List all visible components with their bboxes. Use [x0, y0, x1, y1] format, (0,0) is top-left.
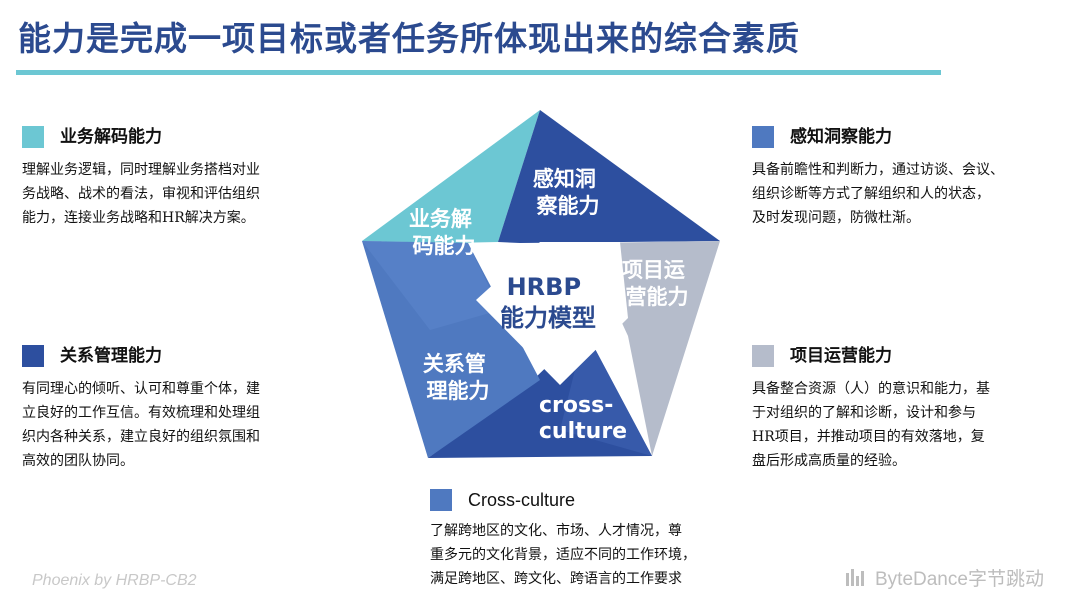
label-insight: 感知洞 察能力	[533, 167, 603, 218]
section-business: 业务解码能力 理解业务逻辑，同时理解业务搭档对业 务战略、战术的看法，审视和评估…	[22, 124, 352, 230]
footer-brand: ByteDance字节跳动	[875, 568, 1044, 590]
text-line: 立良好的工作互信。有效梳理和处理组	[22, 405, 260, 421]
text-line: 于对组织的了解和诊断，设计和参与	[752, 405, 976, 421]
swatch-operation	[752, 345, 774, 367]
page-title: 能力是完成一项目标或者任务所体现出来的综合素质	[18, 19, 800, 58]
sector-relationship-sheen	[362, 241, 500, 330]
text-line: 务战略、战术的看法，审视和评估组织	[22, 186, 260, 202]
section-relationship: 关系管理能力 有同理心的倾听、认可和尊重个体，建 立良好的工作互信。有效梳理和处…	[22, 343, 352, 473]
swatch-insight	[752, 126, 774, 148]
text-line: 重多元的文化背景，适应不同的工作环境，	[430, 547, 696, 563]
swatch-relationship	[22, 345, 44, 367]
text-line: 高效的团队协同。	[22, 453, 134, 469]
section-insight: 感知洞察能力 具备前瞻性和判断力，通过访谈、会议、 组织诊断等方式了解组织和人的…	[752, 124, 1078, 230]
text-line: 具备前瞻性和判断力，通过访谈、会议、	[752, 162, 1004, 178]
label-business: 业务解 码能力	[409, 207, 479, 258]
section-title: 关系管理能力	[60, 346, 162, 366]
footer-logo: ByteDance字节跳动	[845, 564, 1044, 590]
section-title: 感知洞察能力	[790, 127, 892, 147]
text-line: 理解业务逻辑，同时理解业务搭档对业	[22, 162, 260, 178]
label-operation: 项目运 营能力	[622, 258, 692, 309]
section-title: 项目运营能力	[790, 346, 892, 366]
sector-insight	[498, 110, 720, 243]
text-line: 具备整合资源（人）的意识和能力，基	[752, 381, 990, 397]
text-line: HR项目，并推动项目的有效落地，复	[752, 429, 985, 445]
center-pentagon	[476, 242, 628, 385]
swatch-business	[22, 126, 44, 148]
sector-business	[362, 110, 540, 243]
footer-credit: Phoenix by HRBP-CB2	[32, 572, 197, 589]
center-label: HRBP 能力模型	[500, 273, 596, 332]
section-cross: Cross-culture 了解跨地区的文化、市场、人才情况，尊 重多元的文化背…	[430, 487, 790, 591]
text-line: 组织诊断等方式了解组织和人的状态，	[752, 186, 990, 202]
section-operation: 项目运营能力 具备整合资源（人）的意识和能力，基 于对组织的了解和诊断，设计和参…	[752, 343, 1078, 473]
label-cross: cross- culture	[539, 393, 627, 444]
text-line: 及时发现问题，防微杜渐。	[752, 210, 920, 226]
text-line: 盘后形成高质量的经验。	[752, 453, 906, 469]
bytedance-logo-icon	[846, 569, 864, 586]
text-line: 织内各种关系，建立良好的组织氛围和	[22, 429, 260, 445]
text-line: 满足跨地区、跨文化、跨语言的工作要求	[430, 571, 682, 587]
section-title: 业务解码能力	[60, 127, 162, 147]
text-line: 有同理心的倾听、认可和尊重个体，建	[22, 381, 260, 397]
label-relationship: 关系管 理能力	[423, 352, 493, 403]
title-underline	[16, 70, 941, 75]
text-line: 能力，连接业务战略和HR解决方案。	[22, 210, 255, 226]
section-title: Cross-culture	[468, 490, 576, 510]
text-line: 了解跨地区的文化、市场、人才情况，尊	[430, 523, 682, 539]
swatch-cross	[430, 489, 452, 511]
